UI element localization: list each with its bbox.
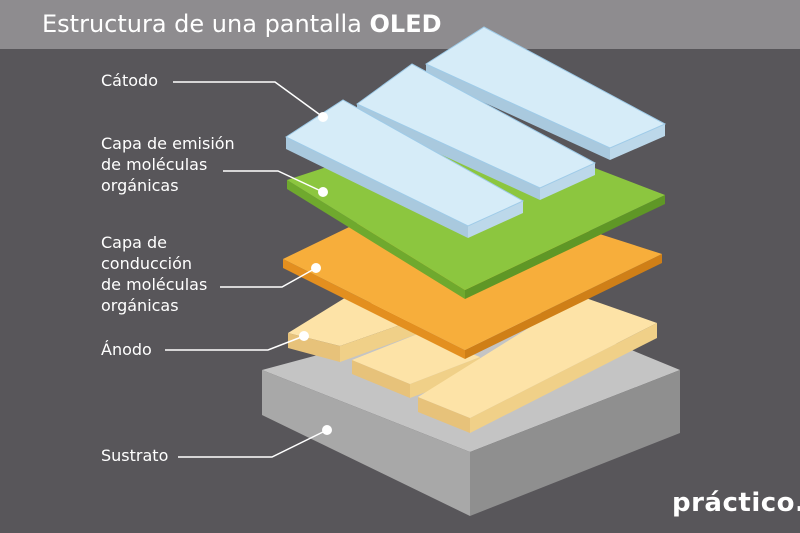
substrate-dot bbox=[322, 425, 332, 435]
cathode-label-line-1: Cátodo bbox=[101, 71, 158, 90]
conduction-layer-left-side bbox=[283, 259, 465, 359]
cathode-strip-1-front bbox=[468, 201, 523, 238]
cathode-strip-2-front bbox=[540, 163, 595, 200]
leader-lines bbox=[165, 81, 328, 458]
cathode-strip-3 bbox=[424, 26, 667, 149]
page-title: Estructura de una pantalla OLED bbox=[42, 9, 442, 39]
substrate-right-side bbox=[470, 370, 680, 516]
emission-label-line-1: Capa de emisión bbox=[101, 134, 235, 153]
substrate-label-line-1: Sustrato bbox=[101, 446, 169, 465]
brand-logo: práctico. bbox=[672, 488, 800, 518]
emission-layer-left-side bbox=[287, 180, 465, 299]
emission-label-line-3: orgánicas bbox=[101, 176, 179, 195]
emission-label-line-2: de moléculas bbox=[101, 155, 208, 174]
emission-leader-line bbox=[223, 170, 324, 193]
substrate-leader-line bbox=[178, 429, 328, 458]
marker-dots bbox=[299, 112, 332, 435]
substrate-left-side bbox=[262, 370, 470, 516]
cathode-dot bbox=[318, 112, 328, 122]
emission-layer-right-side bbox=[465, 195, 665, 299]
conduction-layer-right-side bbox=[465, 254, 662, 359]
cathode-leader-line bbox=[173, 81, 324, 118]
cathode-strip-3-side bbox=[426, 64, 610, 160]
cathode-label: Cátodo bbox=[101, 70, 158, 91]
conduction-label-line-4: orgánicas bbox=[101, 296, 179, 315]
cathode-layer bbox=[284, 26, 667, 238]
anode-strip-2-side bbox=[352, 360, 410, 398]
cathode-strip-2 bbox=[356, 63, 597, 189]
anode-leader-line bbox=[165, 335, 305, 351]
anode-label-line-1: Ánodo bbox=[101, 340, 152, 359]
conduction-label-line-1: Capa de bbox=[101, 233, 168, 252]
emission-dot bbox=[318, 187, 328, 197]
conduction-dot bbox=[311, 263, 321, 273]
emission-label: Capa de emisión de moléculas orgánicas bbox=[101, 133, 235, 196]
cathode-strip-2-side bbox=[357, 104, 540, 200]
anode-label: Ánodo bbox=[101, 339, 152, 360]
conduction-label-line-3: de moléculas bbox=[101, 275, 208, 294]
anode-strip-3-side bbox=[418, 397, 470, 433]
conduction-label: Capa de conducción de moléculas orgánica… bbox=[101, 232, 207, 316]
title-bar bbox=[0, 0, 800, 49]
anode-dot bbox=[299, 331, 309, 341]
anode-strip-2-front bbox=[410, 357, 480, 398]
anode-layer bbox=[288, 296, 657, 433]
cathode-strip-1-side bbox=[286, 137, 468, 238]
anode-strip-1-front bbox=[340, 318, 420, 362]
anode-strip-1-side bbox=[288, 333, 340, 362]
conduction-label-line-2: conducción bbox=[101, 254, 192, 273]
title-prefix: Estructura de una pantalla bbox=[42, 10, 370, 38]
substrate-label: Sustrato bbox=[101, 445, 168, 466]
conduction-leader-line bbox=[220, 267, 317, 288]
cathode-strip-3-front bbox=[610, 124, 665, 160]
anode-strip-3-front bbox=[470, 323, 657, 433]
anode-strip-3 bbox=[418, 296, 657, 418]
title-emphasis: OLED bbox=[369, 10, 442, 38]
